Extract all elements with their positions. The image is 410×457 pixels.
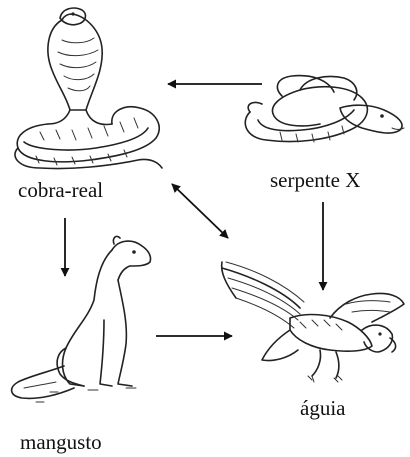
label-cobra-real: cobra-real [18,180,103,201]
king-cobra-icon [15,8,162,168]
arrow-cobra-aguia-bidirectional [172,184,228,238]
label-mangusto: mangusto [20,432,102,453]
label-serpente-x: serpente X [270,170,360,191]
arrows [65,84,323,336]
snake-icon [245,76,404,142]
eagle-icon [222,262,404,382]
mongoose-icon [12,236,151,402]
label-aguia: águia [300,398,345,419]
